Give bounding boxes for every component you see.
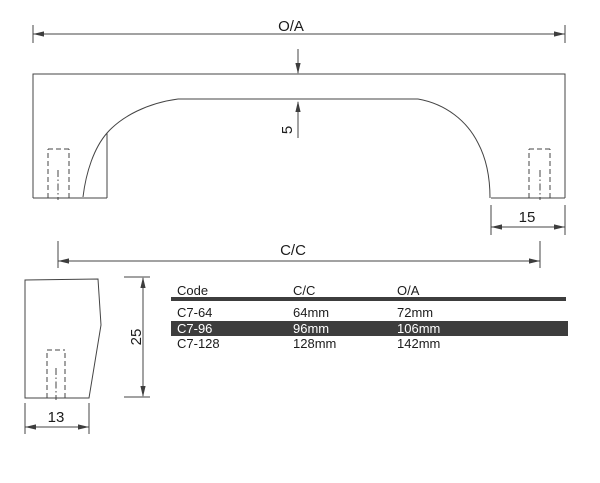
height-arrow-down (140, 386, 146, 397)
foot-extension-ticks (490, 205, 566, 235)
height-extension-ticks (124, 276, 150, 398)
cell-cc: 64mm (293, 305, 330, 321)
side-screw-hole-hidden-lines (46, 349, 66, 398)
table-row-c7-96-highlighted: C7-96 96mm 106mm (171, 320, 568, 336)
front-view-outline (32, 73, 566, 199)
depth-extension-ticks (24, 403, 90, 434)
depth-dimension-label: 13 (48, 409, 65, 426)
side-view-drawing (24, 278, 102, 400)
depth-arrow-left (25, 424, 36, 430)
table-rows: C7-64 64mm 72mm C7-96 96mm 106mm C7-128 … (171, 305, 568, 352)
cc-arrow-right (529, 258, 540, 264)
cell-cc: 96mm (293, 320, 330, 336)
front-view-left-arch-curve (82, 98, 179, 198)
dimension-side-depth: 13 (24, 403, 90, 434)
oa-arrow-right (554, 31, 565, 37)
cell-oa: 72mm (397, 305, 434, 321)
front-view-drawing (32, 73, 566, 200)
wall-arrow-up (295, 101, 301, 112)
cc-dimension-label: C/C (280, 242, 306, 259)
table-row-c7-128: C7-128 128mm 142mm (171, 336, 568, 352)
foot-arrow-left (491, 224, 502, 230)
cc-extension-ticks (57, 241, 541, 268)
oa-arrow-left (33, 31, 44, 37)
column-header-cc: C/C (293, 283, 316, 298)
cc-arrow-left (58, 258, 69, 264)
cell-code: C7-128 (177, 336, 220, 352)
right-screw-hole-hidden-lines (528, 148, 551, 198)
size-table: Code C/C O/A C7-64 64mm 72mm C7-96 96mm … (171, 284, 568, 352)
foot-dimension-label: 15 (519, 209, 536, 226)
dimension-foot-width: 15 (490, 205, 566, 235)
dimension-wall-thickness: 5 (279, 49, 301, 138)
cell-oa: 142mm (397, 336, 441, 352)
cell-code: C7-96 (177, 320, 213, 336)
table-header: Code C/C O/A (171, 284, 568, 297)
oa-dimension-label: O/A (278, 18, 304, 35)
wall-dimension-label: 5 (279, 126, 296, 134)
side-view-outline (24, 278, 102, 399)
left-screw-hole-hidden-lines (47, 148, 70, 198)
column-header-oa: O/A (397, 283, 420, 298)
cell-oa: 106mm (397, 320, 441, 336)
cell-code: C7-64 (177, 305, 213, 321)
table-row-c7-64: C7-64 64mm 72mm (171, 305, 568, 321)
foot-arrow-right (554, 224, 565, 230)
wall-arrow-down (295, 63, 301, 74)
height-arrow-up (140, 277, 146, 288)
height-dimension-label: 25 (128, 329, 145, 346)
dimension-overall-width: O/A (32, 18, 566, 43)
column-header-code: Code (177, 283, 209, 298)
dimension-side-height: 25 (124, 276, 150, 398)
front-view-right-arch-curve (417, 98, 491, 199)
cell-cc: 128mm (293, 336, 337, 352)
dimension-centers: C/C (57, 241, 541, 268)
depth-arrow-right (78, 424, 89, 430)
table-header-rule (171, 297, 566, 301)
